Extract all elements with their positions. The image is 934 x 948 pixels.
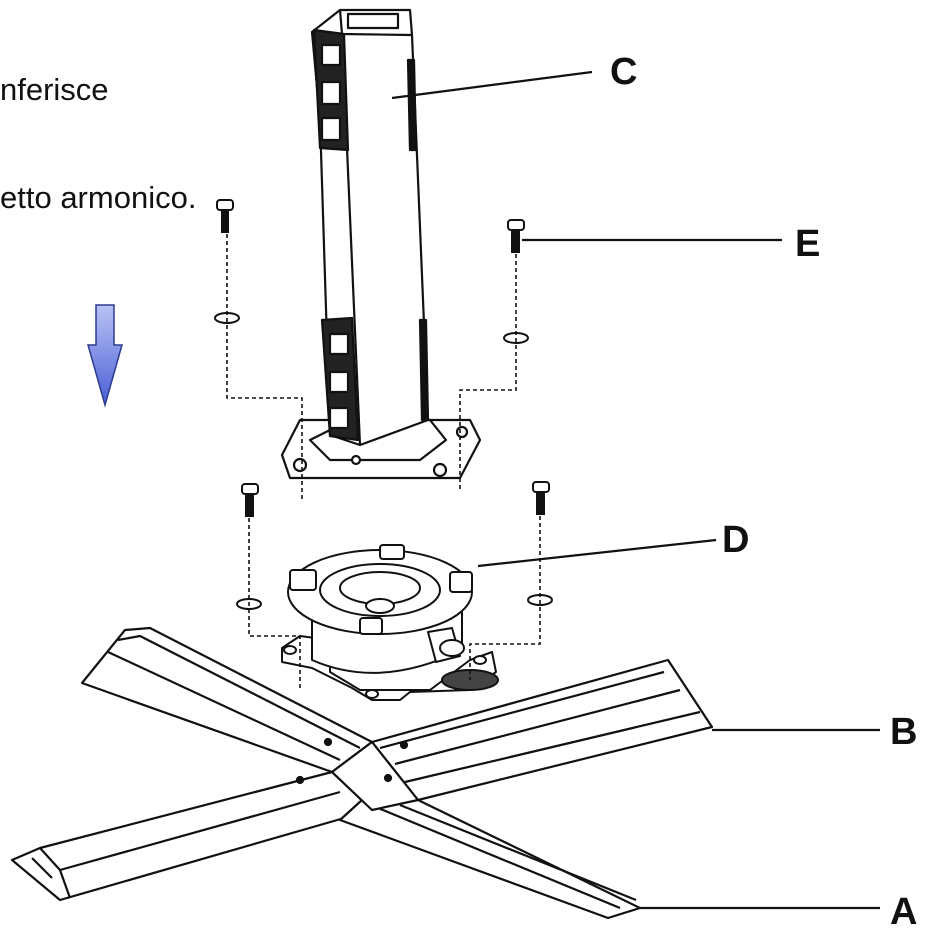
leader-line-d	[477, 538, 717, 568]
callout-b: B	[890, 711, 917, 753]
leader-lines	[391, 70, 880, 910]
down-arrow-icon	[87, 304, 123, 408]
caption-line-2: etto armonico.	[0, 180, 197, 215]
leader-line-c	[391, 70, 593, 100]
caption-line-1: nferisce	[0, 72, 109, 107]
callout-e: E	[795, 223, 820, 265]
dashed-guides	[226, 234, 541, 690]
column-tube	[280, 8, 482, 480]
callout-a: A	[890, 891, 917, 933]
screws	[214, 199, 553, 610]
callout-c: C	[610, 51, 637, 93]
callout-d: D	[722, 519, 749, 561]
rotating-head	[281, 544, 499, 701]
cross-base	[10, 626, 714, 920]
caption-text: nferisce etto armonico.	[0, 0, 196, 252]
